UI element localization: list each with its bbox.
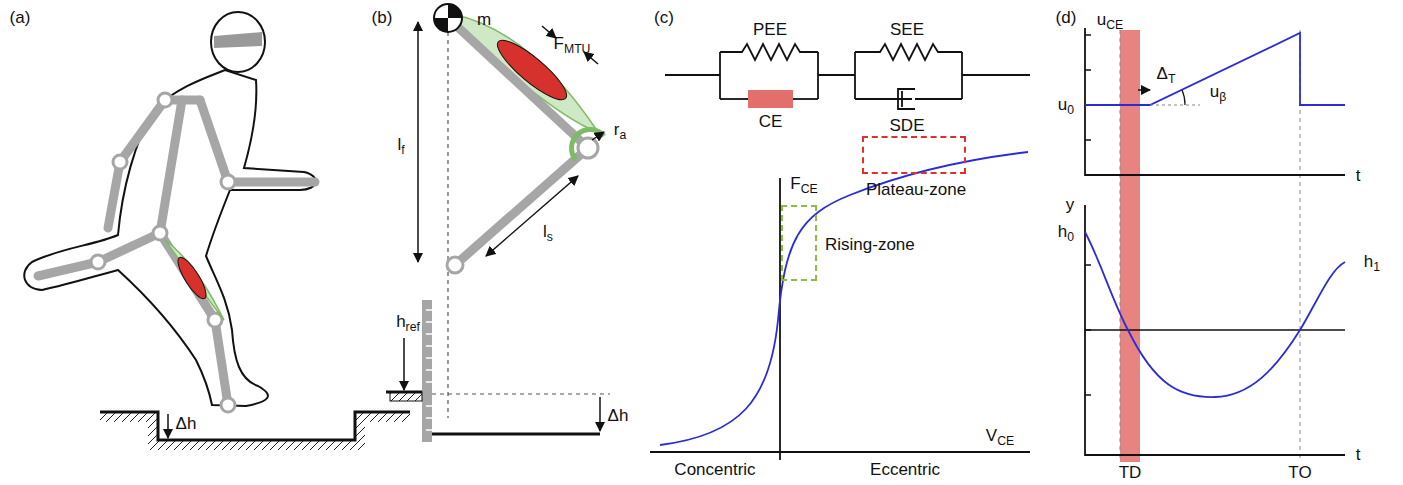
- figure-label: SDE: [890, 117, 925, 136]
- force-velocity-plot: [650, 152, 1030, 460]
- zone-label: CE: [759, 113, 783, 132]
- figure-label: Δh: [608, 407, 629, 426]
- figure-label: FMTU: [554, 35, 591, 54]
- figure-label: Δh: [176, 415, 197, 434]
- plateau-zone-box: Plateau-zone: [862, 136, 966, 174]
- contractile-element: CE: [748, 90, 793, 108]
- figure-label: VCE: [986, 427, 1014, 446]
- figure-label: (a): [10, 9, 31, 28]
- figure-label: h1: [1364, 253, 1380, 272]
- figure-label: FCE: [790, 175, 817, 194]
- figure-label: uCE: [1097, 11, 1123, 30]
- figure-label: y: [1066, 196, 1075, 215]
- zone-label: Rising-zone: [825, 236, 915, 255]
- muscle-circuit: [665, 44, 1030, 109]
- runner: [24, 12, 315, 412]
- figure-label: (d): [1056, 9, 1077, 28]
- figure-label: h0: [1058, 223, 1074, 242]
- figure-label: t: [1356, 446, 1361, 465]
- leg-model: [418, 4, 604, 418]
- figure-label: t: [1356, 167, 1361, 186]
- figure-label: Eccentric: [870, 461, 940, 480]
- figure-label: TO: [1288, 464, 1311, 483]
- figure-label: Concentric: [674, 461, 755, 480]
- zone-label: Plateau-zone: [866, 181, 966, 200]
- figure-label: lf: [397, 136, 404, 155]
- figure-label: m: [477, 11, 491, 30]
- figure-label: ls: [543, 223, 553, 242]
- figure-label: ra: [614, 121, 626, 140]
- figure-label: PEE: [753, 21, 787, 40]
- figure-label: TD: [1119, 464, 1142, 483]
- rising-zone-box: Rising-zone: [781, 205, 817, 281]
- figure-label: (b): [372, 9, 393, 28]
- figure-label: SEE: [890, 21, 924, 40]
- figure-label: (c): [654, 9, 674, 28]
- figure-label: u0: [1058, 96, 1074, 115]
- figure-label: uβ: [1210, 83, 1227, 102]
- figure-label: href: [396, 313, 420, 332]
- figure-label: ΔT: [1157, 65, 1176, 84]
- timing-plots: [1085, 28, 1345, 462]
- stepped-ground: [100, 412, 410, 450]
- height-gauge: [386, 300, 610, 442]
